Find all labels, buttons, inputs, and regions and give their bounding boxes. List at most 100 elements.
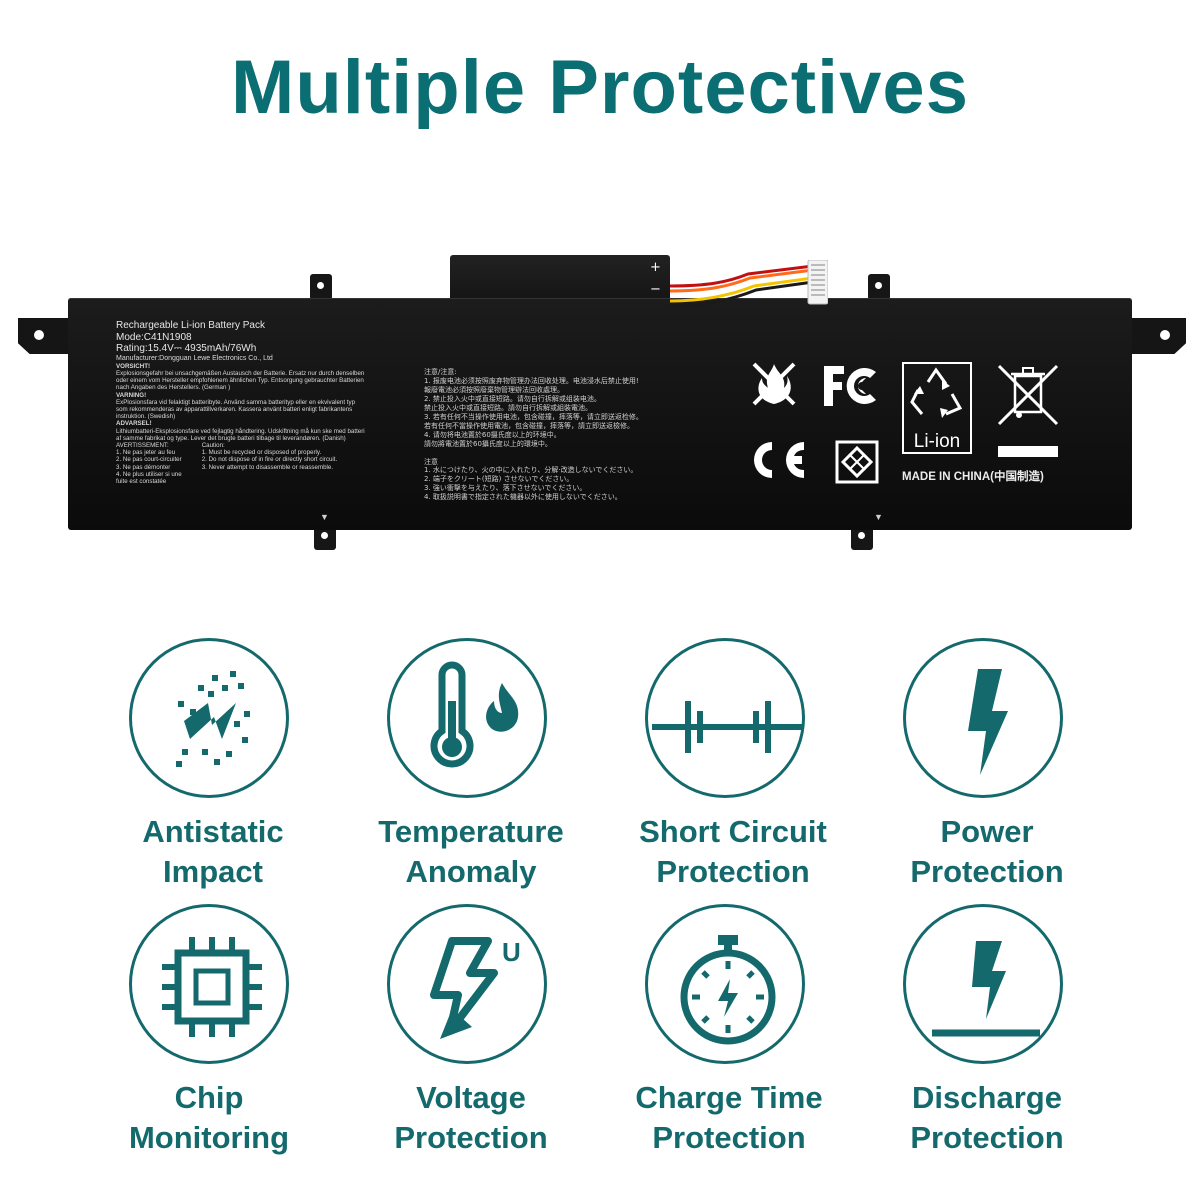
feature-antistatic-circle: [129, 638, 289, 798]
battery-label-line: Manufacturer:Dongguan Lewe Electronics C…: [116, 354, 273, 362]
feature-label-line: Anomaly: [405, 854, 537, 889]
cn-line: 請勿將電池置於60攝氏度以上的環境中。: [424, 439, 552, 448]
feature-label-line: Monitoring: [128, 1120, 290, 1155]
cn-line: 4. 取扱説明書で指定された機器以外に使用しないでください。: [424, 493, 622, 502]
fcc-icon: [824, 366, 876, 406]
feature-chip-circle: [129, 904, 289, 1064]
certification-mark-icon: [835, 440, 879, 484]
feature-label-line: Temperature: [378, 814, 564, 849]
ce-mark-icon: [754, 442, 804, 478]
svg-text:U: U: [502, 937, 521, 967]
plus-terminal-icon: +: [650, 260, 661, 275]
connector-cable: [669, 260, 828, 308]
cn-line: 3. 若有任何不当操作使用电池，包含碰撞，摔落等，请立即送返检修。: [424, 412, 643, 421]
minus-terminal-icon: −: [650, 282, 661, 297]
french-warning-item: 4. Ne plus utiliser si une: [116, 470, 182, 478]
warning-title: VARNING!: [116, 391, 147, 399]
cn-line: 禁止投入火中或直接短路。請勿自行拆解或組裝電池。: [424, 403, 592, 412]
feature-label: Voltage Protection: [321, 1078, 621, 1158]
feature-label-line: Protection: [394, 1120, 548, 1155]
battery-mount-tab: [314, 524, 336, 550]
battery-mount-tab-right: [1128, 318, 1186, 354]
feature-label: Power Protection: [837, 812, 1137, 892]
caution-item: 2. Do not dispose of in fire or directly…: [201, 456, 338, 464]
feature-label-line: Protection: [656, 854, 810, 889]
cn-line: 1. 报废电池必须按照废弃物管理办法回收处理。电池浸水后禁止使用!: [424, 376, 639, 385]
no-fire-icon: [752, 362, 796, 406]
battery-connector-housing: [450, 255, 670, 303]
battery-mount-tab: [310, 274, 332, 300]
battery-mount-tab: [868, 274, 890, 300]
caution-item: 3. Never attempt to disassemble or reass…: [201, 463, 334, 471]
page-title: Multiple Protectives: [231, 45, 969, 130]
battery-label-left: Rechargeable Li-ion Battery Pack Mode:C4…: [116, 320, 366, 485]
cn-line: 注意/注意:: [424, 368, 457, 376]
chip-icon: [162, 937, 262, 1037]
recycle-liion-icon: [902, 362, 972, 454]
battery-mount-tab-left: [18, 318, 76, 354]
battery-label-line: Rechargeable Li-ion Battery Pack: [116, 320, 265, 331]
cn-line: 4. 请勿将电池置於60摄氏度以上的环境中。: [424, 430, 561, 439]
cn-line: 報廢電池必須按照廢棄物管理辦法回收處理。: [424, 385, 564, 394]
discharge-icon: [932, 941, 1040, 1037]
cn-line: 2. 禁止投入火中或直接短路。请勿自行拆解或组装电池。: [424, 394, 601, 403]
battery-image: + − Rechargeable Li-ion Battery Pack Mod…: [0, 240, 1200, 560]
feature-label: Charge Time Protection: [579, 1078, 879, 1158]
feature-label: Temperature Anomaly: [321, 812, 621, 892]
battery-label-line: Rating:15.4V⎓ 4935mAh/76Wh: [116, 343, 257, 355]
cn-line: 3. 強い衝撃を与えたり、落下させないでください。: [424, 484, 587, 493]
antistatic-icon: [176, 671, 250, 767]
feature-label-line: Protection: [910, 1120, 1064, 1155]
feature-label-line: Chip: [174, 1080, 244, 1115]
feature-label: Chip Monitoring: [59, 1078, 359, 1158]
weee-bin-icon: [997, 364, 1059, 426]
cn-line: 1. 水につけたり、火の中に入れたり、分解·改造しないでください。: [424, 466, 638, 475]
french-warning-item: 1. Ne pas jeter au feu: [116, 449, 176, 457]
feature-label-line: Antistatic: [142, 814, 284, 849]
thermometer-flame-icon: [430, 661, 519, 768]
feature-label-line: Charge Time: [635, 1080, 823, 1115]
french-warning-item: 3. Ne pas démonter: [116, 463, 171, 471]
feature-label-line: Protection: [910, 854, 1064, 889]
battery-body: [68, 298, 1132, 530]
feature-power-circle: [903, 638, 1063, 798]
feature-charge-time-circle: [645, 904, 805, 1064]
battery-label-chinese: 注意/注意: 1. 报废电池必须按照废弃物管理办法回收处理。电池浸水后禁止使用!…: [424, 368, 643, 502]
feature-discharge-circle: [903, 904, 1063, 1064]
french-warning-title: AVERTISSEMENT:: [116, 441, 169, 449]
stopwatch-icon: [680, 935, 776, 1045]
short-circuit-icon: [652, 701, 804, 753]
feature-label-line: Discharge: [912, 1080, 1062, 1115]
arrow-down-icon: ▼: [874, 512, 883, 522]
cn-line: 2. 端子をクリート(短路) させないでください。: [424, 475, 574, 484]
feature-label-line: Short Circuit: [639, 814, 827, 849]
cn-line: 若有任何不當操作使用電池，包含碰撞，摔落等，請立即送返檢修。: [424, 421, 634, 430]
caution-title: Caution:: [201, 441, 225, 449]
battery-label-line: Mode:C41N1908: [116, 331, 192, 343]
feature-label-line: Power: [940, 814, 1034, 849]
cn-line: [424, 449, 643, 458]
warning-title: VORSICHT!: [116, 362, 151, 370]
cn-line: 注意: [424, 457, 438, 466]
warning-title: ADVARSEL!: [116, 420, 152, 428]
caution-item: 1. Must be recycled or disposed of prope…: [201, 449, 322, 457]
feature-label: Discharge Protection: [837, 1078, 1137, 1158]
voltage-bolt-icon: U: [430, 937, 521, 1039]
weee-bar: [998, 446, 1058, 457]
feature-label-line: Protection: [652, 1120, 806, 1155]
feature-voltage-circle: U: [387, 904, 547, 1064]
liion-text: Li-ion: [913, 431, 961, 452]
feature-short-circuit-circle: [645, 638, 805, 798]
feature-label-line: Voltage: [416, 1080, 526, 1115]
feature-label: Antistatic Impact: [63, 812, 363, 892]
arrow-down-icon: ▼: [320, 512, 329, 522]
feature-label: Short Circuit Protection: [583, 812, 883, 892]
warning-text: ExPlosionsfara vid felaktigt batteribyte…: [116, 398, 356, 421]
french-warning-item: fuite est constatée: [116, 477, 167, 485]
french-warning-item: 2. Ne pas court-circuiter: [116, 456, 182, 464]
feature-label-line: Impact: [163, 854, 263, 889]
warning-text: Explosionsgefahr bei unsachgemäßen Austa…: [116, 370, 365, 392]
feature-temperature-circle: [387, 638, 547, 798]
warning-text: Lithiumbatteri-Eksplosionsfare ved fejla…: [116, 427, 365, 442]
battery-mount-tab: [851, 524, 873, 550]
